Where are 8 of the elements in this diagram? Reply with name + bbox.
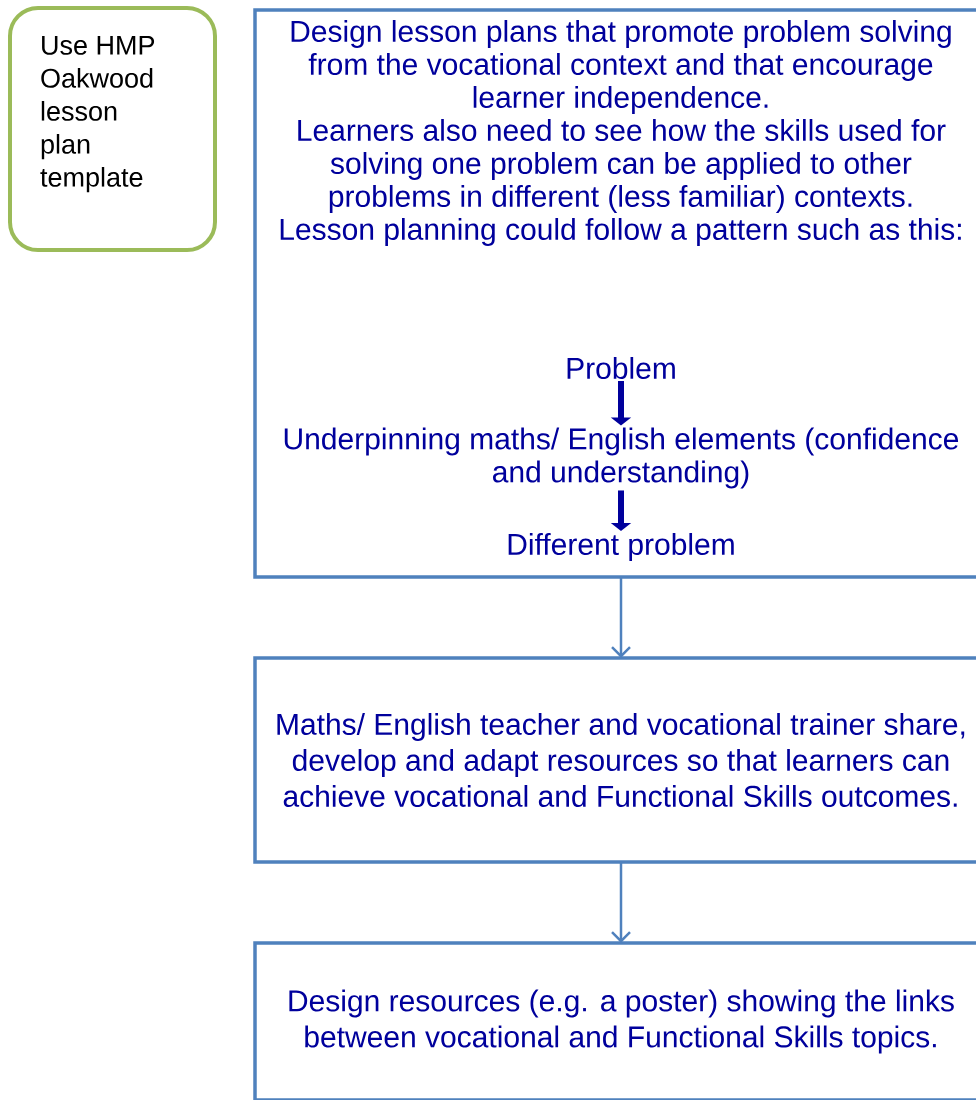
process-box: Design resources (e.g. a poster) showing the links between vocational and Functional Skills topics. xyxy=(253,941,976,1100)
process-box: Maths/ English teacher and vocational trainer share, develop and adapt resources so that learners can achieve vocational and Functional Skills outcomes. xyxy=(253,656,976,864)
step-text: Problem xyxy=(567,357,675,379)
step-text: Different problem xyxy=(508,533,734,561)
rounded-box: Use HMP Oakwood lesson plan template xyxy=(8,6,217,252)
step-text: Underpinning maths/ English elements (confidence and understanding) xyxy=(284,427,959,489)
arrow xyxy=(611,862,631,943)
arrow xyxy=(611,577,631,658)
